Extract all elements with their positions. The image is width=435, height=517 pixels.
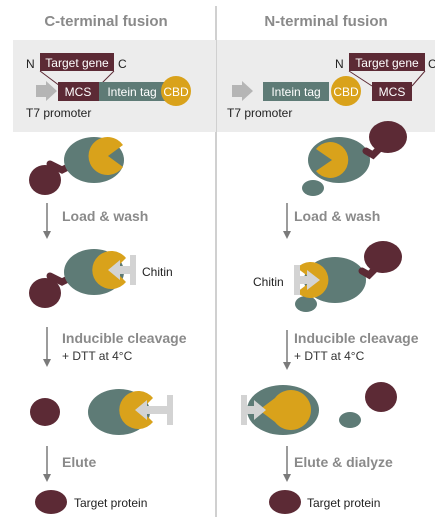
left-n-label: N: [26, 57, 35, 71]
right-cbd-pacman-1: [316, 142, 349, 178]
right-target-protein-label: Target protein: [307, 496, 380, 510]
right-construct-panel: N Target gene C Intein tag MCS CBD T7 pr…: [217, 40, 435, 132]
right-released-intein-fragment: [339, 412, 361, 428]
right-cbd-label: CBD: [333, 85, 359, 99]
right-mcs-label: MCS: [379, 85, 406, 99]
right-mcs-box: [372, 82, 412, 101]
right-gene-connector-2: [411, 70, 426, 87]
right-target-protein: [269, 490, 301, 514]
right-n-label: N: [335, 57, 344, 71]
left-step-cleavage-sub: + DTT at 4°C: [62, 349, 133, 363]
left-target-gene-label: Target gene: [45, 56, 109, 70]
left-c-label: C: [118, 57, 127, 71]
right-step-load-wash: Load & wash: [294, 208, 380, 224]
right-chitin-1: [294, 265, 320, 295]
left-promoter-label: T7 promoter: [26, 106, 91, 120]
right-intein-tag-label: Intein tag: [271, 85, 320, 99]
left-released-target: [30, 398, 60, 426]
right-target-gene-box: [349, 53, 425, 71]
left-construct-panel: N Target gene C MCS Intein tag CBD T7 pr…: [13, 40, 216, 132]
right-step-elute: Elute & dialyze: [294, 454, 393, 470]
left-promoter-arrow-icon: [36, 81, 57, 101]
right-heading: N-terminal fusion: [264, 13, 387, 30]
left-chitin-1: [108, 255, 136, 285]
left-chitin-2: [135, 395, 173, 425]
right-cleaved-complex: [241, 385, 319, 435]
left-mcs-label: MCS: [65, 85, 92, 99]
right-intein-tag-box: [263, 82, 329, 101]
right-promoter-label: T7 promoter: [227, 106, 292, 120]
left-chitin-label: Chitin: [142, 265, 173, 279]
right-target-gene-label: Target gene: [355, 56, 419, 70]
left-cleaved-complex: [88, 389, 173, 435]
right-gene-connector-1: [348, 70, 373, 87]
right-cbd-circle: [331, 76, 361, 106]
right-chitin-label: Chitin: [253, 275, 284, 289]
left-cbd-circle: [161, 76, 191, 106]
left-cbd-label: CBD: [163, 85, 189, 99]
right-chitin-2: [241, 395, 266, 425]
right-fusion-protein: [302, 121, 407, 196]
left-step-cleavage: Inducible cleavage: [62, 330, 187, 346]
left-target-protein-label: Target protein: [74, 496, 147, 510]
left-heading: C-terminal fusion: [44, 13, 167, 30]
left-cbd-pacman-1: [88, 137, 123, 175]
left-intein-tag-label: Intein tag: [107, 85, 156, 99]
right-bound-complex: [294, 241, 402, 312]
right-released-target: [365, 382, 397, 412]
left-step-load-wash: Load & wash: [62, 208, 148, 224]
left-bound-complex: [29, 249, 136, 308]
left-mcs-box: [58, 82, 99, 101]
left-fusion-protein: [29, 137, 124, 195]
left-step-elute: Elute: [62, 454, 96, 470]
right-step-cleavage: Inducible cleavage: [294, 330, 419, 346]
right-promoter-arrow-icon: [232, 81, 253, 101]
right-c-label: C: [428, 57, 435, 71]
right-step-cleavage-sub: + DTT at 4°C: [294, 349, 365, 363]
left-target-gene-box: [40, 53, 114, 71]
left-intein-tag-box: [99, 82, 165, 101]
left-gene-connector-1: [39, 70, 61, 87]
left-target-protein: [35, 490, 67, 514]
